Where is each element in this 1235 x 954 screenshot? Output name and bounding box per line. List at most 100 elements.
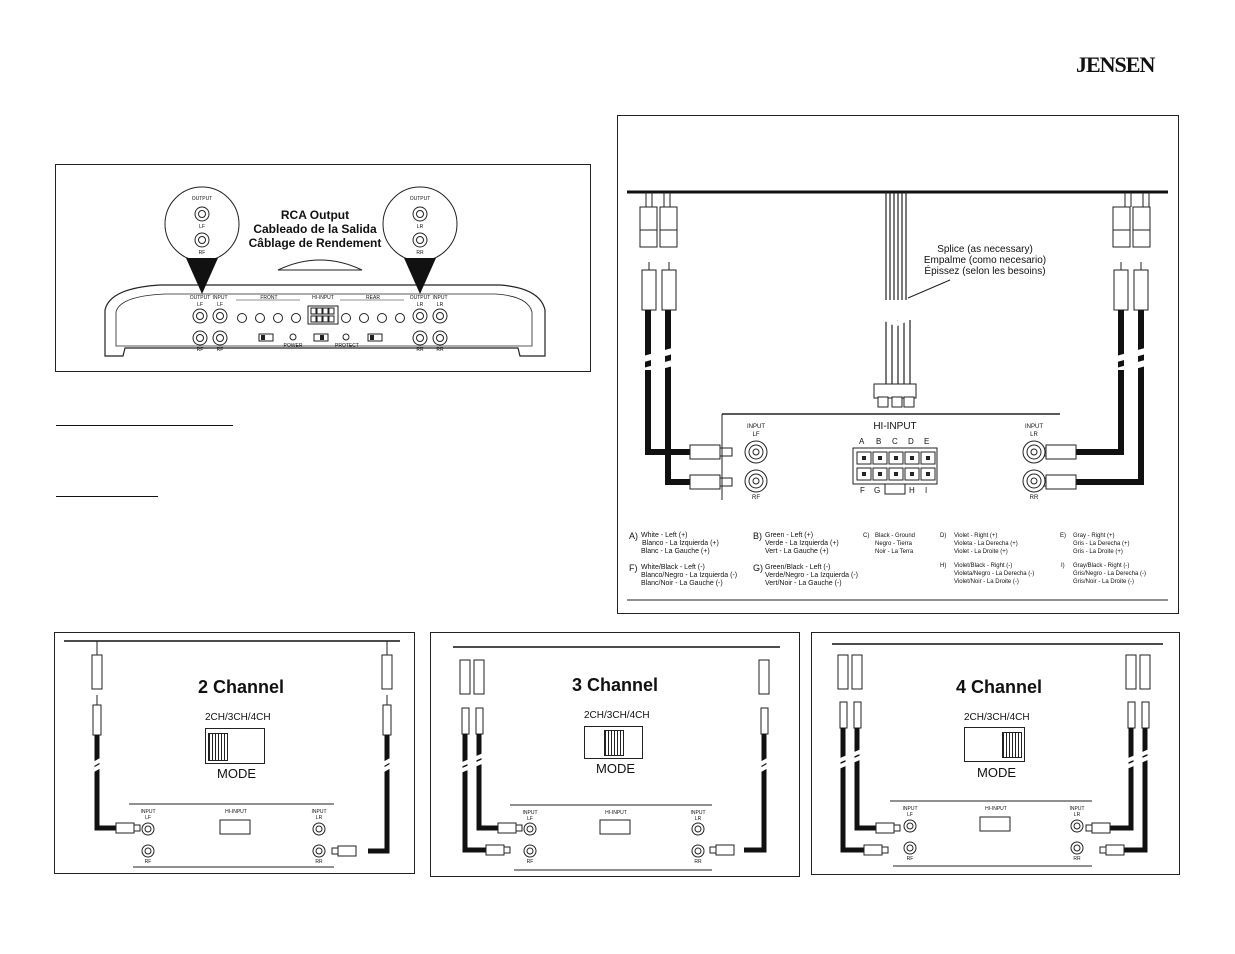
panel-4-rr-label: RR [1073, 856, 1081, 862]
panel-3-input-left-label: INPUT [522, 810, 538, 816]
legend-g: G) Green/Black - Left (-) Verde/Negro - … [753, 564, 875, 588]
panel-2-input-left-label: INPUT [140, 809, 156, 815]
splice-line-3: Épissez (selon les besoins) [924, 266, 1046, 277]
legend-e-key: E) [1060, 533, 1066, 539]
legend-b-line-3: Vert - La Gauche (+) [765, 548, 829, 555]
input-left-label: INPUT [747, 424, 765, 430]
pin-letter-h: H [909, 486, 915, 495]
legend-b-key: B) [753, 531, 762, 541]
callout-left-top-label: LF [199, 224, 205, 230]
amp-rr-input-label: RR [436, 347, 444, 353]
amp-rr-label: RR [416, 347, 424, 353]
panel-4-lr-label: LR [1073, 812, 1081, 818]
panel-2-lf-label: LF [145, 815, 151, 821]
panel-4-title: 4 Channel [956, 677, 1043, 697]
splice-line-1: Splice (as necessary) [937, 244, 1033, 255]
panel-2-rf-label: RF [144, 859, 152, 865]
legend-b: B) Green - Left (+) Verde - La Izquierda… [753, 532, 875, 556]
amp-input-right-label: INPUT [432, 295, 448, 301]
brand-logo: JENSEN [1076, 52, 1155, 77]
amp-hi-input-label: HI-INPUT [312, 295, 334, 301]
legend-d: D) Violet - Right (+) Violeta - La Derec… [940, 532, 1054, 556]
legend-i-key: I) [1061, 563, 1065, 569]
panel-3-input-right-label: INPUT [690, 810, 706, 816]
amp-protect-label: PROTECT [335, 343, 359, 349]
panel-4-input-left-label: INPUT [902, 806, 918, 812]
pin-letter-i: I [925, 486, 928, 495]
panel-2-input-right-label: INPUT [311, 809, 327, 815]
amp-lf-label: LF [197, 302, 203, 308]
panel-3-rr-label: RR [694, 859, 702, 865]
panel-3-lr-label: LR [694, 816, 702, 822]
panel-2-switch-label: 2CH/3CH/4CH [205, 712, 271, 723]
panel-4-lf-label: LF [907, 812, 913, 818]
panel-3-mode-switch [584, 726, 643, 759]
legend-d-line-3: Violet - La Droite (+) [954, 549, 1008, 555]
panel-2-hi-input-label: HI-INPUT [225, 809, 247, 815]
heading-underline-2 [56, 496, 158, 497]
panel-4-rf-label: RF [906, 856, 914, 862]
pin-letter-e: E [924, 437, 930, 446]
legend-d-line-1: Violet - Right (+) [954, 533, 998, 539]
legend-e-line-1: Gray - Right (+) [1073, 533, 1115, 539]
amp-lr-input-label: LR [436, 302, 444, 308]
splice-note: Splice (as necessary) Empalme (como nece… [900, 244, 1070, 277]
legend-f-line-3: Blanc/Noir - La Gauche (-) [641, 580, 723, 587]
rca-title-line-1: RCA Output [280, 208, 350, 222]
callout-right-bottom-label: RR [416, 250, 424, 256]
legend-i: I) Gray/Black - Right (-) Gris/Negro - L… [1061, 562, 1168, 586]
amp-power-label: POWER [283, 343, 303, 349]
legend-a-line-1: White - Left (+) [641, 532, 688, 539]
rca-title-line-3: Câblage de Rendement [248, 236, 382, 250]
amp-front-label: FRONT [260, 295, 278, 301]
legend-e: E) Gray - Right (+) Gris - La Derecha (+… [1060, 532, 1168, 556]
rca-output-title: RCA Output Cableado de la Salida Câblage… [245, 208, 385, 250]
panel-3-title: 3 Channel [572, 675, 659, 695]
splice-line-2: Empalme (como necesario) [923, 255, 1047, 266]
panel-3-switch-label: 2CH/3CH/4CH [584, 710, 650, 721]
callout-left-bottom-label: RF [198, 250, 206, 256]
panel-2-rr-label: RR [315, 859, 323, 865]
pin-letter-g: G [874, 486, 881, 495]
amp-lf-input-label: LF [217, 302, 223, 308]
input-right-bottom-label: RR [1029, 495, 1039, 501]
panel-3-switch-knob [604, 730, 624, 756]
panel-3-mode-label: MODE [596, 761, 635, 776]
callout-left-output-label: OUTPUT [191, 196, 213, 202]
legend-g-line-2: Verde/Negro - La Izquierda (-) [765, 572, 858, 579]
legend-i-line-3: Gris/Noir - La Droite (-) [1073, 579, 1135, 585]
legend-h-line-2: Violeta/Negro - La Derecha (-) [954, 571, 1035, 577]
legend-c-line-3: Noir - La Terra [875, 549, 914, 555]
legend-e-line-3: Gris - La Droite (+) [1073, 549, 1123, 555]
legend-f-key: F) [629, 563, 638, 573]
legend-i-line-2: Gris/Negro - La Derecha (-) [1073, 571, 1147, 577]
legend-a-line-2: Blanco - La Izquierda (+) [642, 540, 719, 547]
legend-b-line-1: Green - Left (+) [765, 532, 814, 539]
amp-rf-label: RF [196, 347, 204, 353]
legend-d-line-2: Violeta - La Derecha (+) [954, 541, 1018, 547]
legend-e-line-2: Gris - La Derecha (+) [1073, 541, 1130, 547]
amp-rf-input-label: RF [216, 347, 224, 353]
rca-title-line-2: Cableado de la Salida [253, 222, 377, 236]
legend-c-key: C) [863, 533, 870, 539]
legend-g-key: G) [753, 563, 763, 573]
panel-4-hi-input-label: HI-INPUT [985, 806, 1007, 812]
callout-right-output-label: OUTPUT [409, 196, 431, 202]
input-right-top-label: LR [1030, 432, 1038, 438]
legend-g-line-3: Vert/Noir - La Gauche (-) [765, 580, 842, 587]
amp-output-left-label: OUTPUT [189, 295, 211, 301]
amp-input-left-label: INPUT [212, 295, 228, 301]
pin-letter-f: F [860, 486, 865, 495]
panel-2-lr-label: LR [315, 815, 323, 821]
amp-rear-label: REAR [366, 295, 380, 301]
legend-b-line-2: Verde - La Izquierda (+) [765, 540, 839, 547]
panel-4-switch-knob [1002, 732, 1022, 758]
pin-letter-c: C [892, 437, 898, 446]
legend-c: C) Black - Ground Negro - Tierra Noir - … [863, 532, 935, 556]
legend-h-line-1: Violet/Black - Right (-) [954, 563, 1013, 569]
pin-letter-b: B [876, 437, 882, 446]
legend-g-line-1: Green/Black - Left (-) [765, 564, 831, 571]
legend-h-key: H) [940, 563, 947, 569]
panel-4-mode-label: MODE [977, 765, 1016, 780]
amp-output-right-label: OUTPUT [409, 295, 431, 301]
